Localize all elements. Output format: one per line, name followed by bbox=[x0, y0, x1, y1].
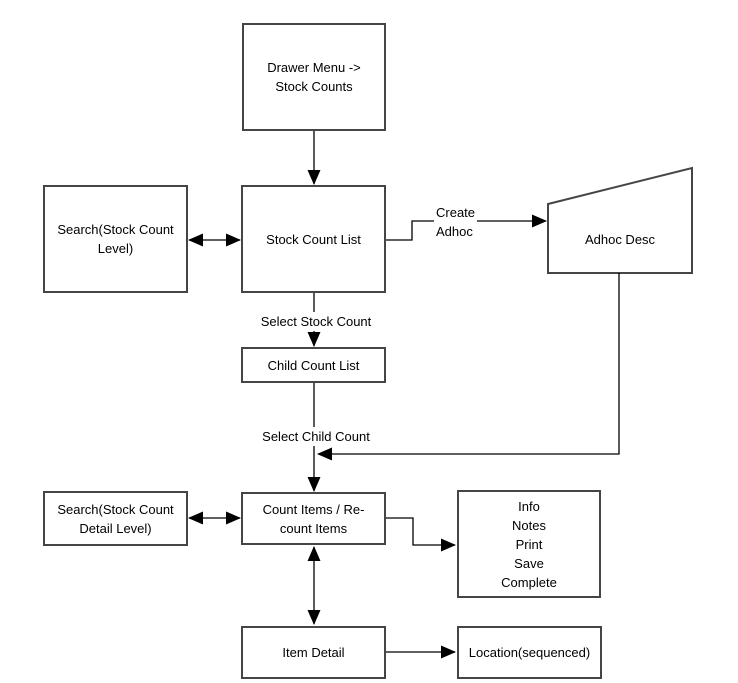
node-stock-count-list: Stock Count List bbox=[241, 185, 386, 293]
node-count-items: Count Items / Re- count Items bbox=[241, 492, 386, 545]
node-search-stock-count-detail-level: Search(Stock Count Detail Level) bbox=[43, 491, 188, 546]
node-search-stock-count-level: Search(Stock Count Level) bbox=[43, 185, 188, 293]
edge-create-adhoc bbox=[386, 214, 547, 241]
edge-label-select-child-count: Select Child Count bbox=[251, 427, 381, 446]
node-actions: Info Notes Print Save Complete bbox=[457, 490, 601, 598]
adhoc-desc-shape bbox=[547, 166, 693, 274]
node-adhoc-desc-label: Adhoc Desc bbox=[584, 232, 656, 247]
edge-label-create-adhoc: Create Adhoc bbox=[434, 203, 478, 241]
edge-count-items-to-actions bbox=[386, 517, 456, 552]
node-item-detail: Item Detail bbox=[241, 626, 386, 679]
node-drawer-menu: Drawer Menu -> Stock Counts bbox=[242, 23, 386, 131]
edge-label-select-stock-count: Select Stock Count bbox=[251, 312, 381, 331]
node-child-count-list: Child Count List bbox=[241, 347, 386, 383]
node-location-sequenced: Location(sequenced) bbox=[457, 626, 602, 679]
edge-adhoc-to-select-child-count bbox=[317, 273, 620, 461]
